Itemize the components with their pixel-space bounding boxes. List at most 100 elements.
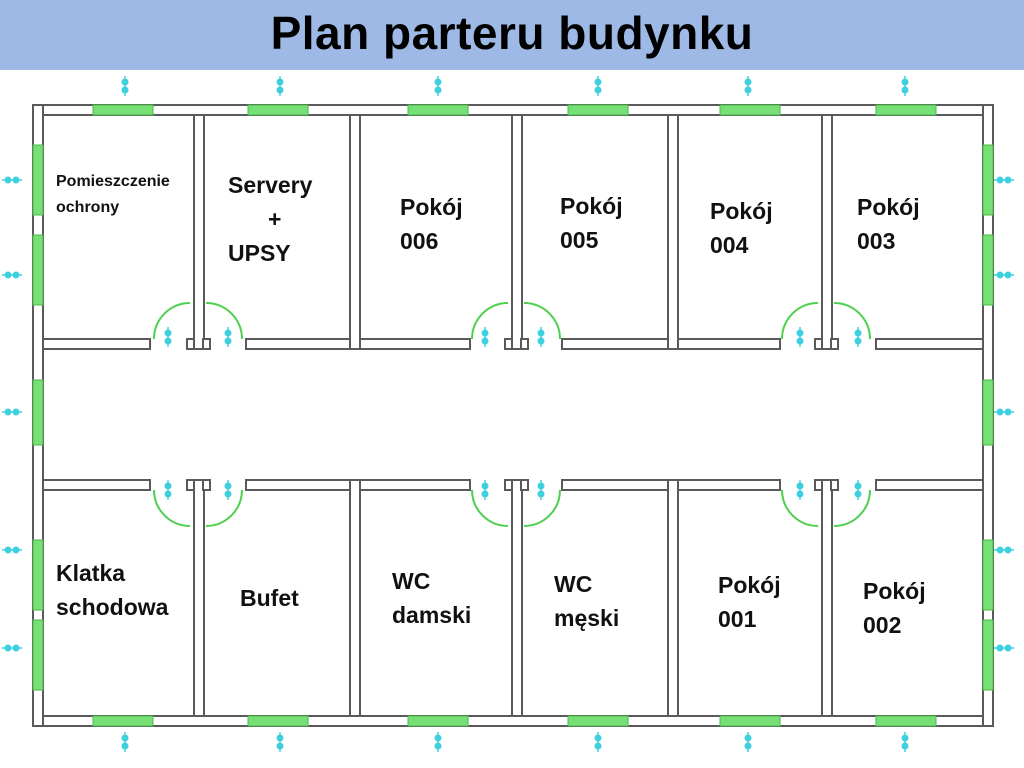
room-number: 005 bbox=[560, 227, 599, 253]
room-name-line: Pokój bbox=[710, 198, 773, 224]
wall bbox=[504, 479, 513, 491]
wall bbox=[186, 338, 195, 350]
window bbox=[247, 104, 309, 116]
wall bbox=[349, 479, 361, 717]
room-name-line: Servery bbox=[228, 172, 313, 198]
window bbox=[92, 104, 154, 116]
wall bbox=[667, 114, 679, 350]
room-pokoj-006: Pokój 006 bbox=[400, 190, 463, 258]
door-arc bbox=[833, 489, 871, 527]
door-arc bbox=[781, 489, 819, 527]
room-pomieszczenie-ochrony: Pomieszczenie ochrony bbox=[56, 169, 170, 221]
door-arc bbox=[153, 302, 191, 340]
door-arc bbox=[781, 302, 819, 340]
wall bbox=[814, 338, 823, 350]
wall bbox=[193, 114, 205, 350]
window bbox=[407, 715, 469, 727]
room-wc-damski: WC damski bbox=[392, 564, 471, 632]
door-arc bbox=[205, 489, 243, 527]
window bbox=[567, 715, 629, 727]
room-name-line: ochrony bbox=[56, 199, 120, 216]
room-name-line: Pokój bbox=[857, 194, 920, 220]
window bbox=[982, 539, 994, 611]
wall bbox=[349, 114, 361, 350]
header-bar bbox=[0, 0, 1024, 70]
window bbox=[982, 234, 994, 306]
wall bbox=[42, 479, 151, 491]
wall bbox=[32, 715, 994, 727]
room-bufet: Bufet bbox=[240, 581, 299, 615]
window bbox=[982, 619, 994, 691]
wall bbox=[32, 104, 994, 116]
room-pokoj-003: Pokój 003 bbox=[857, 190, 920, 258]
wall bbox=[202, 338, 211, 350]
window bbox=[32, 144, 44, 216]
wall bbox=[875, 479, 984, 491]
window bbox=[32, 234, 44, 306]
wall bbox=[821, 479, 833, 717]
room-number: 002 bbox=[863, 612, 902, 638]
room-pokoj-001: Pokój 001 bbox=[718, 568, 781, 636]
wall bbox=[42, 338, 151, 350]
window bbox=[719, 104, 781, 116]
window bbox=[32, 619, 44, 691]
wall bbox=[511, 479, 523, 717]
room-name-line: Pokój bbox=[400, 194, 463, 220]
wall bbox=[830, 479, 839, 491]
window bbox=[982, 379, 994, 446]
room-number: 003 bbox=[857, 228, 896, 254]
room-pokoj-002: Pokój 002 bbox=[863, 574, 926, 642]
door-arc bbox=[471, 302, 509, 340]
doors bbox=[153, 302, 871, 527]
window bbox=[92, 715, 154, 727]
room-name-line: Klatka bbox=[56, 560, 126, 586]
door-arc bbox=[205, 302, 243, 340]
window bbox=[875, 715, 937, 727]
walls bbox=[32, 104, 994, 727]
room-number: 006 bbox=[400, 228, 439, 254]
door-arc bbox=[833, 302, 871, 340]
window bbox=[407, 104, 469, 116]
wall bbox=[821, 114, 833, 350]
room-name-line: Pokój bbox=[560, 193, 623, 219]
window bbox=[247, 715, 309, 727]
room-name-line: + bbox=[268, 206, 282, 232]
wall bbox=[830, 338, 839, 350]
wall bbox=[875, 338, 984, 350]
room-name-line: Pokój bbox=[863, 578, 926, 604]
room-servery-upsy: Servery + UPSY bbox=[228, 168, 328, 270]
sensors bbox=[2, 76, 1014, 752]
wall bbox=[520, 479, 529, 491]
wall bbox=[520, 338, 529, 350]
window bbox=[982, 144, 994, 216]
room-name-line: WC bbox=[392, 568, 431, 594]
door-arc bbox=[153, 489, 191, 527]
floor-plan bbox=[2, 76, 1014, 752]
page-title: Plan parteru budynku bbox=[270, 7, 754, 59]
window bbox=[875, 104, 937, 116]
wall bbox=[202, 479, 211, 491]
window bbox=[32, 539, 44, 611]
wall bbox=[511, 114, 523, 350]
room-name-line: damski bbox=[392, 602, 472, 628]
room-name-line: Bufet bbox=[240, 585, 299, 611]
window bbox=[719, 715, 781, 727]
wall bbox=[814, 479, 823, 491]
wall bbox=[504, 338, 513, 350]
window bbox=[567, 104, 629, 116]
room-name-line: WC bbox=[554, 571, 593, 597]
door-arc bbox=[523, 489, 561, 527]
door-arc bbox=[471, 489, 509, 527]
room-number: 004 bbox=[710, 232, 749, 258]
wall bbox=[193, 479, 205, 717]
wall bbox=[667, 479, 679, 717]
room-name-line: UPSY bbox=[228, 240, 291, 266]
windows bbox=[32, 104, 994, 727]
window bbox=[32, 379, 44, 446]
room-name-line: Pomieszczenie bbox=[56, 173, 170, 190]
room-pokoj-005: Pokój 005 bbox=[560, 189, 623, 257]
wall bbox=[186, 479, 195, 491]
room-name-line: Pokój bbox=[718, 572, 781, 598]
room-number: 001 bbox=[718, 606, 757, 632]
door-arc bbox=[523, 302, 561, 340]
